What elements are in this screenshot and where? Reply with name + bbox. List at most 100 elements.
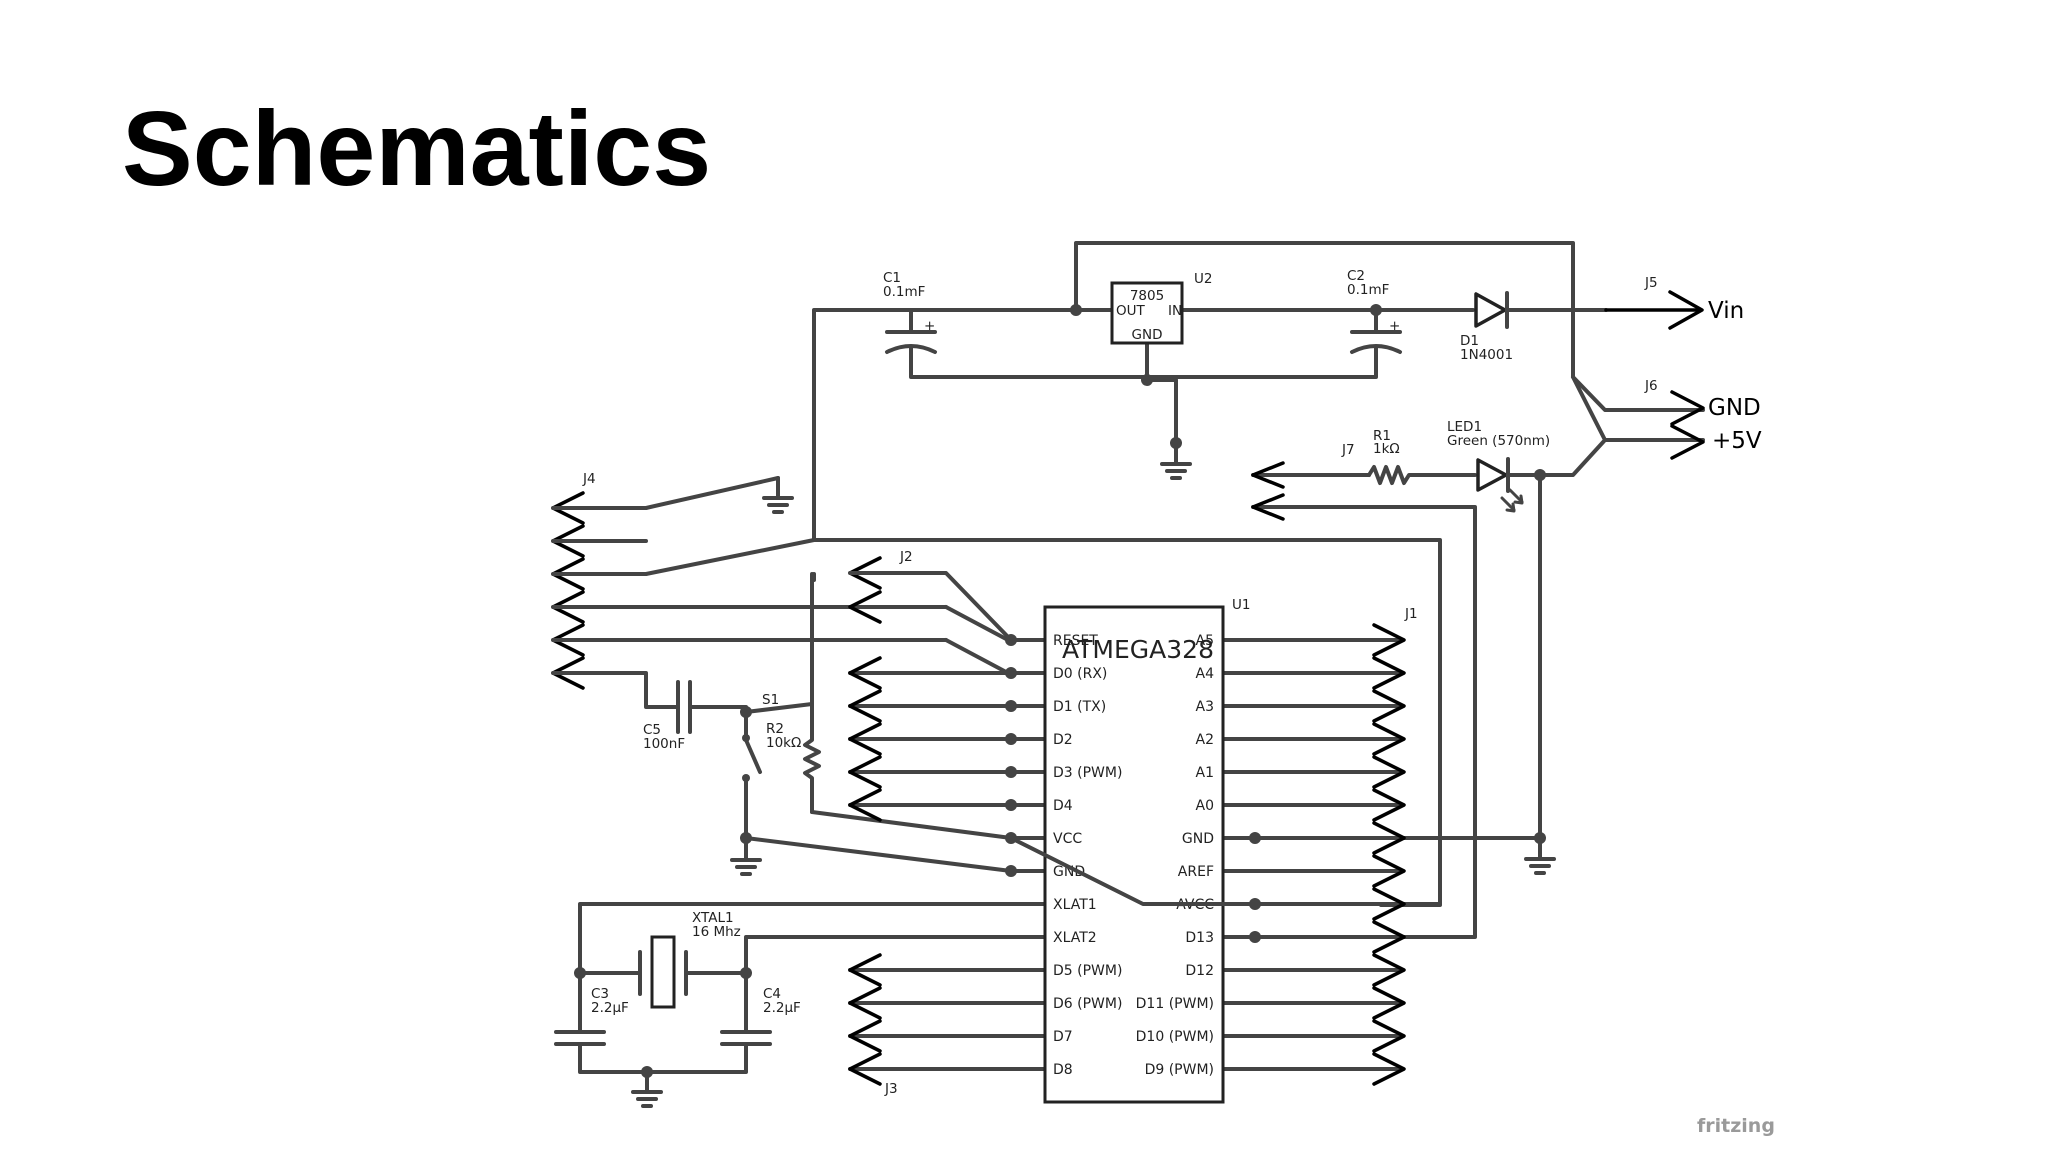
j5-ref: J5 — [1644, 275, 1658, 291]
j1-arrow — [1372, 854, 1406, 888]
s1-ref: S1 — [762, 692, 779, 708]
j1-arrow — [1372, 788, 1406, 822]
diode-d1: D1 1N4001 — [1460, 291, 1513, 363]
capacitor-c4: C4 2.2µF — [720, 971, 801, 1046]
j1-arrow — [1372, 1052, 1406, 1086]
r2-ref: R2 — [766, 721, 784, 737]
j2-arrow — [848, 722, 882, 756]
connector-j3: J3 — [848, 953, 1013, 1097]
j1-arrow — [1372, 755, 1406, 789]
r2-value: 10kΩ — [766, 735, 801, 751]
u2-ref: U2 — [1194, 271, 1212, 287]
c1-plus: + — [924, 318, 935, 334]
junction-dot — [1005, 700, 1017, 712]
u2-in-pin: IN — [1168, 303, 1182, 319]
j1-arrow — [1372, 1019, 1406, 1053]
u1-right-pin-label: A5 — [1196, 633, 1214, 649]
wire-reset — [744, 702, 814, 714]
junction-dot — [1070, 304, 1082, 316]
u2-value: 7805 — [1130, 288, 1164, 304]
power-supply-section: 7805 OUT IN GND U2 + C1 0.1mF + C2 0.1mF — [812, 241, 1762, 907]
connector-j2: J2 — [812, 549, 1013, 642]
j1-arrow — [1372, 722, 1406, 756]
fritzing-logo: fritzing — [1697, 1115, 1775, 1137]
j1-arrow — [1372, 689, 1406, 723]
wire-r2-vcc — [810, 810, 1013, 840]
j3-arrow — [848, 1019, 882, 1053]
r1-ref: R1 — [1373, 428, 1391, 444]
u1-left-pin-label: D1 (TX) — [1053, 699, 1106, 715]
r1-value: 1kΩ — [1373, 441, 1400, 457]
wire-reg-ground — [1145, 341, 1178, 447]
led1-ref: LED1 — [1447, 419, 1482, 435]
junction-dot — [1005, 799, 1017, 811]
u1-right-pin-label: A1 — [1196, 765, 1214, 781]
u2-gnd-pin: GND — [1132, 327, 1163, 343]
connector-j5: J5 Vin — [1604, 275, 1744, 330]
c4-ref: C4 — [763, 986, 781, 1002]
u1-left-pin-label: D5 (PWM) — [1053, 963, 1122, 979]
junction-dot — [1005, 634, 1017, 646]
connector-j6: J6 GND +5V — [1571, 375, 1762, 460]
resistor-r2: R2 10kΩ — [766, 702, 821, 814]
c3-ref: C3 — [591, 986, 609, 1002]
led1-value: Green (570nm) — [1447, 433, 1550, 449]
j2-arrow — [848, 755, 882, 789]
u1-left-pin-label: D7 — [1053, 1029, 1073, 1045]
c5-value: 100nF — [643, 736, 685, 752]
u1-right-pin-label: A4 — [1196, 666, 1215, 682]
wire-xlat2 — [744, 935, 1013, 975]
j2-arrow — [848, 590, 882, 624]
connector-j7: J7 — [1251, 442, 1371, 521]
j3-arrow — [848, 986, 882, 1020]
j4-ref: J4 — [582, 471, 596, 487]
wire-crystal-gnd — [578, 1044, 748, 1074]
ground-symbol — [631, 1070, 663, 1108]
junction-dot — [1005, 865, 1017, 877]
u1-right-pin-label: A0 — [1196, 798, 1214, 814]
xtal1-value: 16 Mhz — [692, 924, 741, 940]
j6-gnd-label: GND — [1708, 395, 1761, 421]
j1-arrow — [1372, 623, 1406, 657]
u1-left-pin-label: RESET — [1053, 633, 1098, 649]
j7-ref: J7 — [1341, 442, 1355, 458]
resistor-r1: R1 1kΩ — [1367, 428, 1477, 485]
u1-right-pin-label: GND — [1182, 831, 1214, 847]
j3-arrow — [848, 1052, 882, 1086]
j1-arrow — [1372, 656, 1406, 690]
j3-ref: J3 — [884, 1081, 898, 1097]
u1-left-pin-label: XLAT1 — [1053, 897, 1097, 913]
junction-dot — [1005, 733, 1017, 745]
j1-arrow — [1372, 953, 1406, 987]
u2-out-pin: OUT — [1116, 303, 1146, 319]
u1-chip-name: ATMEGA328 — [1062, 635, 1214, 664]
c5-ref: C5 — [643, 722, 661, 738]
c3-value: 2.2µF — [591, 1000, 629, 1016]
u1-left-pin-label: D4 — [1053, 798, 1073, 814]
c2-plus: + — [1389, 318, 1400, 334]
j6-5v-label: +5V — [1712, 428, 1762, 454]
c4-value: 2.2µF — [763, 1000, 801, 1016]
u1-left-pin-label: D2 — [1053, 732, 1073, 748]
ground-symbol — [1160, 443, 1192, 480]
u1-left-pin-label: GND — [1053, 864, 1085, 880]
junction-dot — [1141, 374, 1153, 386]
c1-ref: C1 — [883, 270, 901, 286]
junction-dot — [1370, 304, 1382, 316]
j1-arrow — [1372, 887, 1406, 921]
junction-dot — [1005, 667, 1017, 679]
u1-left-pin-label: D6 (PWM) — [1053, 996, 1122, 1012]
reset-circuit: C5 100nF S1 R2 — [643, 572, 1013, 876]
c2-value: 0.1mF — [1347, 282, 1389, 298]
capacitor-c1: + C1 0.1mF — [883, 270, 937, 354]
connector-j1: J1 — [1253, 606, 1418, 1086]
ground-symbol — [730, 836, 762, 876]
j1-arrow — [1372, 821, 1406, 855]
xtal1-ref: XTAL1 — [692, 910, 734, 926]
switch-s1: S1 — [742, 692, 779, 840]
capacitor-c3: C3 2.2µF — [554, 971, 629, 1046]
